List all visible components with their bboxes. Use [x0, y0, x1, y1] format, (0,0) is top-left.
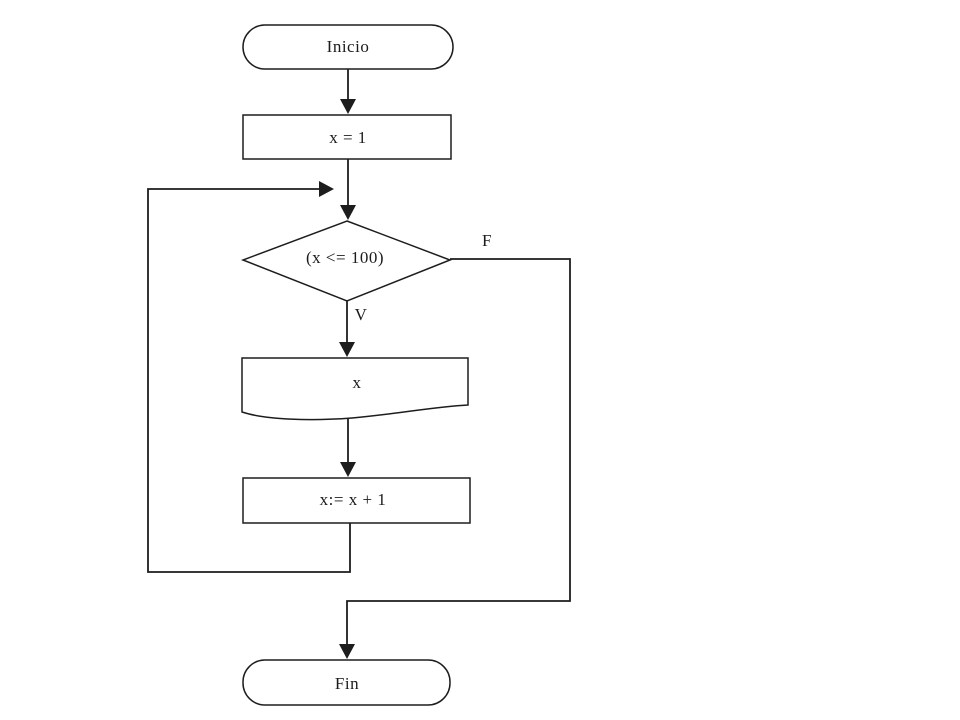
connector-loop-back [147, 188, 351, 573]
end-node [242, 659, 451, 706]
end-node-label: Fin [335, 674, 359, 693]
arrowhead-into-output [339, 342, 355, 357]
init-node-label: x = 1 [329, 128, 367, 147]
decision-node-label: (x <= 100) [306, 248, 384, 267]
init-node [242, 114, 452, 160]
start-node-label: Inicio [327, 37, 370, 56]
start-node [242, 24, 454, 70]
connector-false-branch [346, 258, 571, 656]
arrowhead-into-increment [340, 462, 356, 477]
output-node-label: x [353, 373, 362, 392]
increment-node-label: x:= x + 1 [320, 490, 387, 509]
arrowhead-into-decision [340, 205, 356, 220]
decision-node [240, 220, 453, 302]
arrowhead-loop-back [319, 181, 334, 197]
true-branch-label: V [355, 305, 368, 324]
arrowhead-into-end [339, 644, 355, 659]
output-document-node [241, 357, 469, 421]
arrowhead-into-init [340, 99, 356, 114]
increment-node [242, 477, 471, 524]
false-branch-label: F [482, 231, 492, 250]
